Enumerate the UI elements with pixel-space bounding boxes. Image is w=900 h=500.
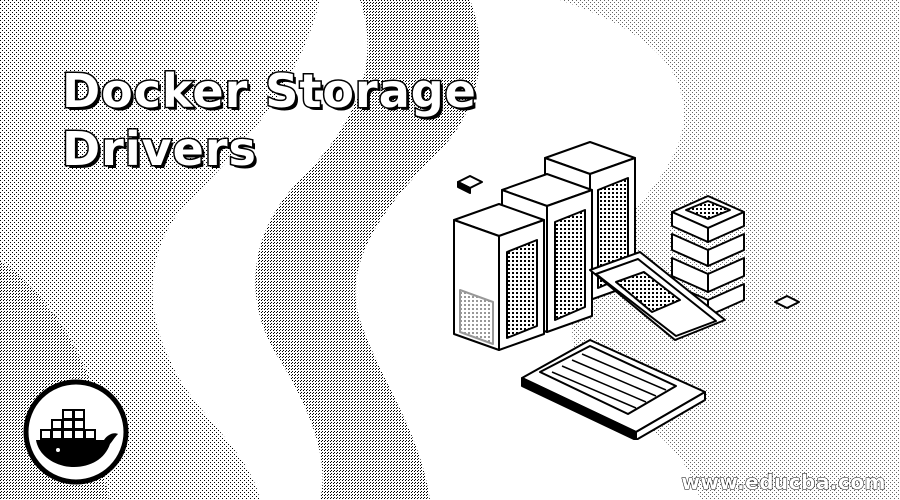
title-line-1: Docker Storage bbox=[61, 63, 478, 120]
docker-whale-icon bbox=[23, 379, 129, 485]
website-url: www.educba.com bbox=[681, 470, 886, 495]
title-line-2: Drivers bbox=[61, 121, 258, 178]
server-racks-laptop-illustration bbox=[453, 141, 800, 440]
page-title: Docker Storage Drivers bbox=[61, 62, 478, 178]
